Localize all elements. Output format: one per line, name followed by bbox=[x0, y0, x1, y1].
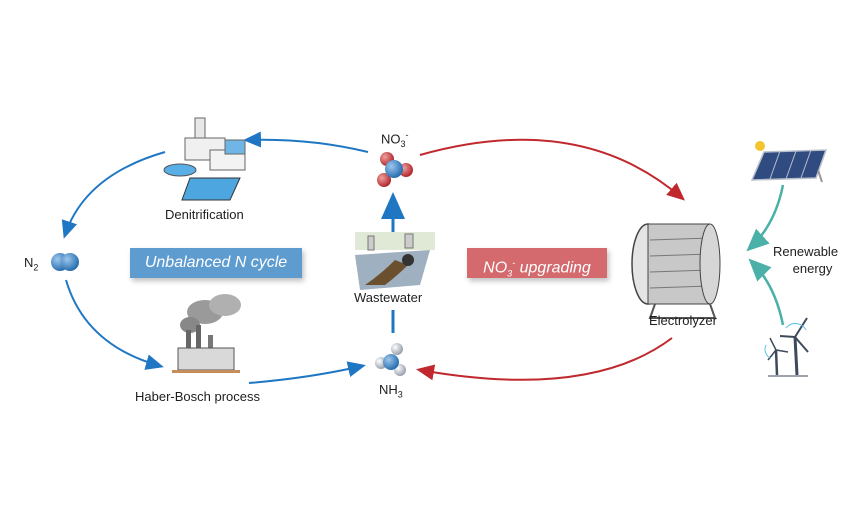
arrow-n2-to-haber-bosch bbox=[65, 279, 164, 370]
arrow-denitrification-to-n2 bbox=[61, 151, 166, 239]
arrow-no3-to-electrolyzer bbox=[419, 138, 686, 201]
n2-label: N2 bbox=[24, 255, 39, 273]
no3-molecule-icon bbox=[377, 152, 413, 187]
nh3-molecule-icon bbox=[375, 343, 406, 376]
no3-label: NO3- bbox=[381, 130, 409, 149]
wastewater-icon bbox=[355, 232, 435, 290]
n2-molecule-icon bbox=[51, 253, 79, 271]
wastewater-label: Wastewater bbox=[354, 290, 423, 305]
denitrification-plant-icon bbox=[163, 117, 246, 201]
haber-bosch-factory-icon bbox=[172, 294, 241, 373]
electrolyzer-icon bbox=[631, 223, 721, 319]
wind-turbine-icon bbox=[764, 317, 809, 377]
arrow-no3-to-denitrification bbox=[243, 131, 369, 153]
renewable-energy-label: Renewable energy bbox=[773, 244, 839, 276]
electrolyzer-label: Electrolyzer bbox=[649, 313, 717, 328]
nh3-label: NH3 bbox=[379, 382, 403, 400]
haber-bosch-label: Haber-Bosch process bbox=[135, 389, 260, 404]
unbalanced-n-cycle-box: Unbalanced N cycle bbox=[130, 248, 302, 278]
arrow-wind-to-electrolyzer bbox=[748, 258, 785, 326]
arrow-haber-bosch-to-nh3 bbox=[248, 361, 366, 384]
arrow-electrolyzer-to-nh3 bbox=[416, 337, 673, 381]
no3-upgrading-box: NO3- upgrading bbox=[467, 248, 607, 279]
solar-panel-icon bbox=[750, 141, 828, 183]
arrow-solar-to-electrolyzer bbox=[746, 184, 785, 252]
denitrification-label: Denitrification bbox=[165, 207, 244, 222]
